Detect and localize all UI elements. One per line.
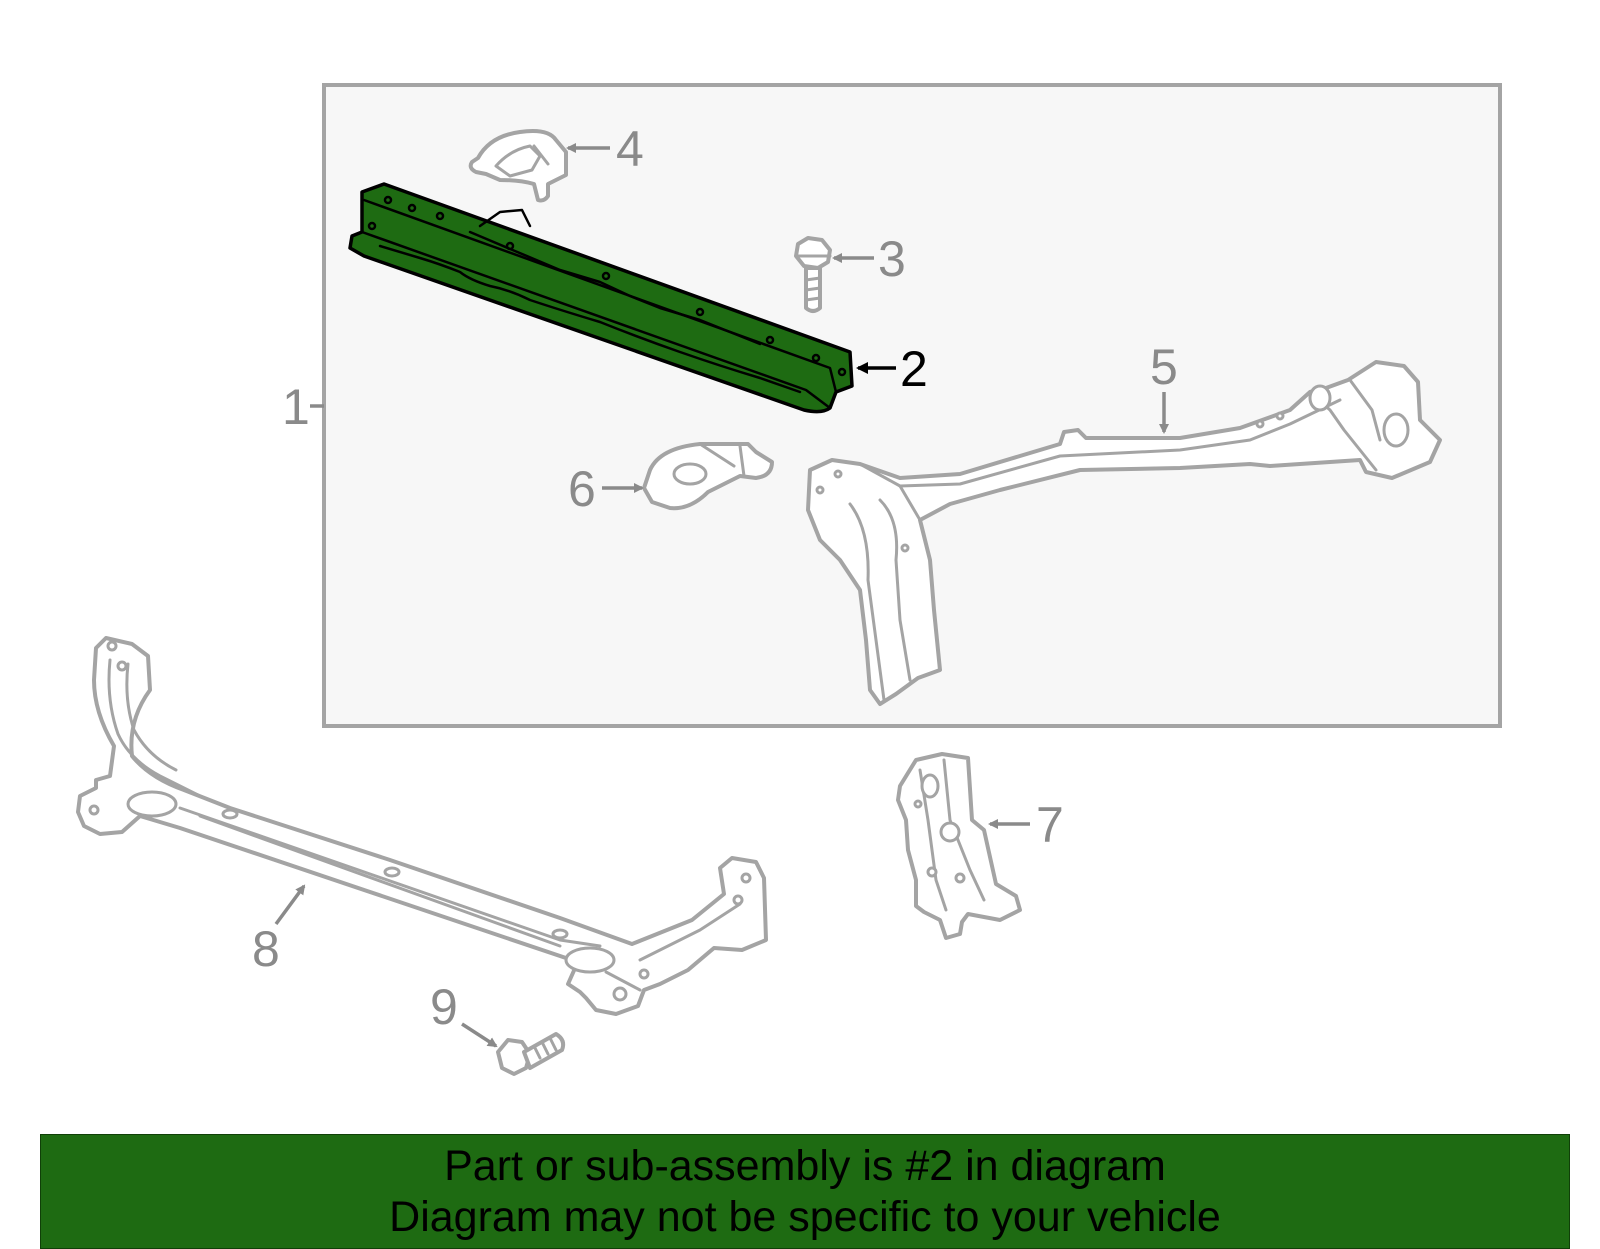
part-5-side-rail <box>806 360 1442 706</box>
callout-9-leader <box>461 1022 498 1048</box>
callout-7: 7 <box>1036 797 1064 853</box>
part-8-lower-crossmember <box>76 636 768 1016</box>
part-2-crossmember <box>348 182 854 414</box>
callout-4: 4 <box>616 121 644 177</box>
part-6-lower-mount <box>642 442 774 511</box>
callout-5: 5 <box>1150 339 1178 395</box>
part-4-upper-mount <box>468 129 568 203</box>
callout-3: 3 <box>878 231 906 287</box>
part-7-bracket <box>896 752 1022 940</box>
part-9-bolt <box>496 1032 566 1076</box>
callout-9: 9 <box>430 979 458 1035</box>
banner-line-2: Diagram may not be specific to your vehi… <box>389 1193 1221 1241</box>
banner-line-1: Part or sub-assembly is #2 in diagram <box>444 1142 1166 1190</box>
part-3-bolt <box>794 236 832 313</box>
info-banner: Part or sub-assembly is #2 in diagram Di… <box>40 1134 1570 1249</box>
callout-1: 1 <box>282 379 310 435</box>
callout-6: 6 <box>568 461 596 517</box>
callout-2: 2 <box>900 341 928 397</box>
callout-8: 8 <box>252 921 280 977</box>
callout-8-leader <box>274 884 306 926</box>
